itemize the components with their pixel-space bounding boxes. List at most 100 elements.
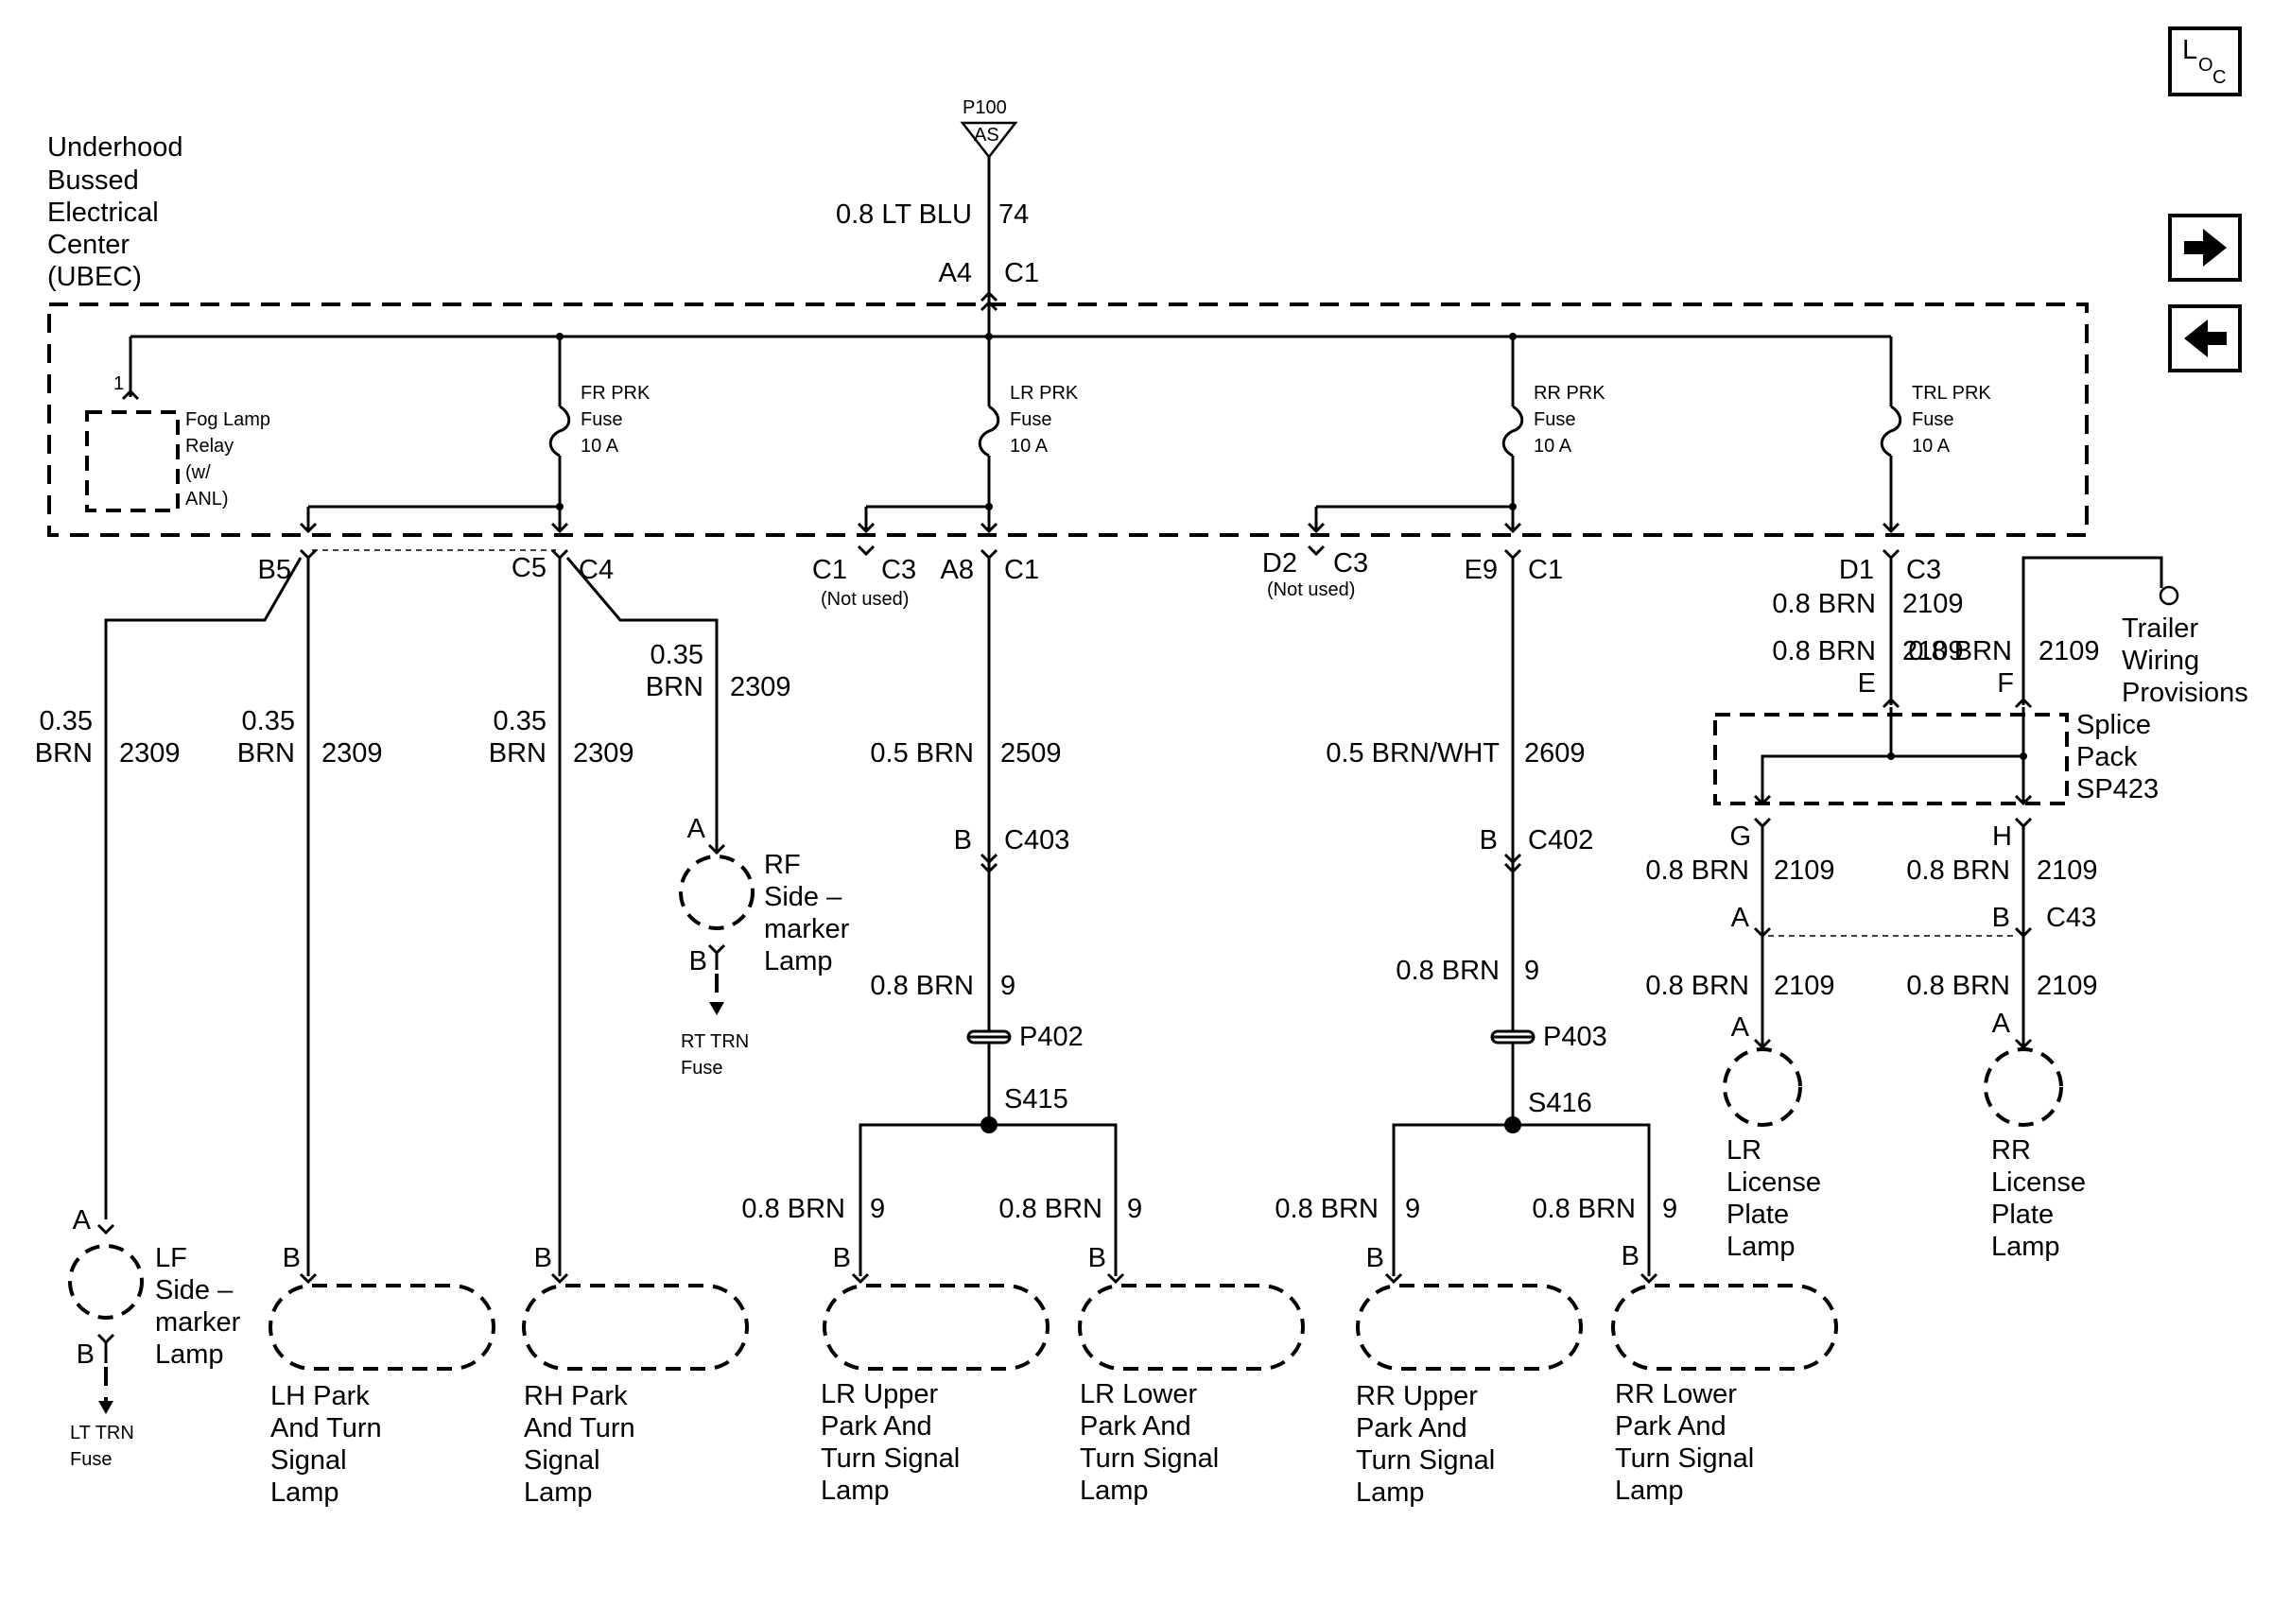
rr-fuse-label-3: 10 A: [1534, 436, 1572, 457]
lf-marker-pin-a: A: [73, 1205, 92, 1235]
fog-label-1: Fog Lamp: [185, 409, 270, 430]
rr-lower-park-turn-lamp: [1611, 1284, 1838, 1371]
rru-lamp-pin: B: [1366, 1243, 1384, 1273]
wire-gauge-lh: 0.35: [242, 706, 295, 736]
rt-trn-fuse-label-1: RT TRN: [681, 1031, 749, 1052]
rrlic-lamp-label-1: RR: [1991, 1135, 2031, 1166]
wire-color-lf: BRN: [35, 738, 93, 769]
wire-circuit-rr-main: 2609: [1524, 738, 1586, 769]
rr-fuse-label-1: RR PRK: [1534, 383, 1605, 404]
wire-color-rf: BRN: [646, 672, 703, 702]
wire-label-lrlic: 0.8 BRN: [1645, 971, 1749, 1001]
c43-pin-a: A: [1731, 903, 1750, 933]
conn-d2: D2: [1262, 548, 1297, 579]
wire-circuit-rh: 2309: [573, 738, 634, 769]
source-symbol: AS: [974, 125, 999, 146]
rrl-lamp-label-4: Lamp: [1615, 1476, 1684, 1506]
fog-label-3: (w/: [185, 462, 211, 483]
wire-label-g: 0.8 BRN: [1645, 855, 1749, 886]
wire-label-d1: 0.8 BRN: [1772, 589, 1876, 619]
rf-marker-label-2: Side –: [764, 882, 842, 912]
rru-lamp-label-2: Park And: [1356, 1413, 1467, 1443]
rf-marker-label-4: Lamp: [764, 946, 833, 976]
conn-e9: E9: [1465, 555, 1498, 585]
splice-pin-f: F: [1997, 668, 2014, 699]
wire-gauge-rf: 0.35: [651, 640, 703, 670]
lr-upper-park-turn-lamp: [823, 1284, 1050, 1371]
ubec-label-3: Electrical: [47, 198, 159, 228]
conn-c3b: C3: [1333, 548, 1368, 579]
wire-label-lrl: 0.8 BRN: [998, 1194, 1102, 1224]
conn-a8: A8: [941, 555, 974, 585]
lr-lower-park-turn-lamp: [1078, 1284, 1305, 1371]
splice-pin-e: E: [1858, 668, 1876, 699]
rh-park-turn-lamp: [522, 1284, 749, 1371]
rf-marker-pin-b: B: [689, 946, 707, 976]
lf-marker-label-4: Lamp: [155, 1339, 224, 1370]
c402-pin: B: [1480, 825, 1498, 855]
p403-label: P403: [1543, 1022, 1607, 1052]
fog-pin-label: 1: [113, 373, 124, 394]
rrl-lamp-pin: B: [1622, 1241, 1640, 1271]
lf-marker-label-2: Side –: [155, 1275, 234, 1305]
splice-label-1: Splice: [2076, 710, 2151, 740]
rh-lamp-label-3: Signal: [524, 1445, 600, 1476]
lf-marker-pin-b: B: [77, 1339, 95, 1370]
lr-fuse-label-2: Fuse: [1010, 409, 1051, 430]
fog-label-2: Relay: [185, 436, 234, 457]
conn-c3a: C3: [881, 555, 916, 585]
ubec-box: [47, 302, 2089, 537]
lh-lamp-label-4: Lamp: [270, 1477, 339, 1508]
conn-c1a: C1: [812, 555, 847, 585]
wire-label-rrlic: 0.8 BRN: [1906, 971, 2010, 1001]
trailer-label-3: Provisions: [2122, 678, 2248, 708]
rrlic-lamp-pin: A: [1992, 1009, 2011, 1039]
rru-lamp-label-4: Lamp: [1356, 1477, 1425, 1508]
wire-color-lh: BRN: [237, 738, 295, 769]
source-label: P100: [963, 97, 1007, 118]
wire-circuit-g: 2109: [1774, 855, 1835, 886]
rrl-lamp-label-2: Park And: [1615, 1411, 1726, 1442]
lh-lamp-pin: B: [283, 1243, 301, 1273]
c402-label: C402: [1528, 825, 1593, 855]
rh-lamp-label-4: Lamp: [524, 1477, 593, 1508]
rrl-lamp-label-3: Turn Signal: [1615, 1443, 1754, 1474]
wire-gauge-lf: 0.35: [40, 706, 93, 736]
trl-prk-fuse: TRL PRK Fuse 10 A: [1880, 337, 1991, 531]
wire-circuit-rr-p403: 9: [1524, 956, 1539, 986]
location-button[interactable]: L O C: [2168, 26, 2242, 96]
previous-page-button[interactable]: [2168, 304, 2242, 372]
ubec-label-5: (UBEC): [47, 262, 142, 292]
lr-license-plate-lamp: [1723, 1047, 1802, 1127]
c403-label: C403: [1004, 825, 1069, 855]
lrl-lamp-pin: B: [1088, 1243, 1106, 1273]
rf-marker-label-1: RF: [764, 850, 801, 880]
trl-fuse-label-1: TRL PRK: [1912, 383, 1991, 404]
s416-label: S416: [1528, 1088, 1592, 1118]
rh-lamp-label-1: RH Park: [524, 1381, 628, 1411]
power-source-triangle: [960, 121, 1018, 160]
wire-label-rr-p403: 0.8 BRN: [1396, 956, 1500, 986]
wire-label-rr-main: 0.5 BRN/WHT: [1326, 738, 1500, 769]
lf-marker-label-3: marker: [155, 1307, 241, 1338]
rh-lamp-pin: B: [534, 1243, 552, 1273]
lt-trn-fuse-label-1: LT TRN: [70, 1423, 134, 1443]
wire-circuit-d1: 2109: [1902, 589, 1964, 619]
wire-color-rh: BRN: [489, 738, 547, 769]
lru-lamp-label-2: Park And: [821, 1411, 932, 1442]
conn-c4: C4: [579, 555, 614, 585]
wire-circuit-lrl: 9: [1127, 1194, 1142, 1224]
wire-circuit-e: 2109: [1902, 636, 1964, 666]
next-page-button[interactable]: [2168, 214, 2242, 282]
wire-label-rru: 0.8 BRN: [1275, 1194, 1379, 1224]
conn-b5: B5: [258, 555, 291, 585]
lh-lamp-label-1: LH Park: [270, 1381, 370, 1411]
lrlic-lamp-label-1: LR: [1726, 1135, 1761, 1166]
wire-circuit-lh: 2309: [321, 738, 383, 769]
conn-c1c: C1: [1528, 555, 1563, 585]
feed-pin-label: A4: [939, 258, 972, 288]
lf-marker-label-1: LF: [155, 1243, 187, 1273]
lrl-lamp-label-2: Park And: [1080, 1411, 1191, 1442]
wire-circuit-f: 2109: [2039, 636, 2100, 666]
